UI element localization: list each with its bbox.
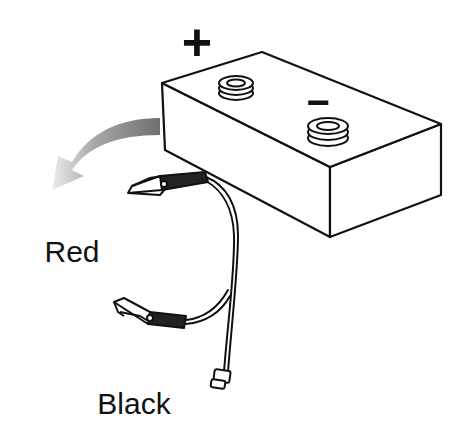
clamp-label: Red bbox=[44, 237, 99, 267]
negative-terminal bbox=[308, 118, 348, 146]
battery-body bbox=[162, 52, 441, 237]
red-clamp bbox=[128, 172, 208, 195]
clamp-label: Black bbox=[97, 389, 170, 419]
positive-terminal bbox=[219, 76, 253, 100]
cable bbox=[186, 177, 238, 372]
cable-plug bbox=[211, 369, 231, 389]
negative-sign: − bbox=[306, 82, 329, 122]
black-clamp bbox=[114, 298, 186, 328]
positive-sign: + bbox=[182, 16, 212, 68]
removal-arrow bbox=[52, 118, 160, 190]
